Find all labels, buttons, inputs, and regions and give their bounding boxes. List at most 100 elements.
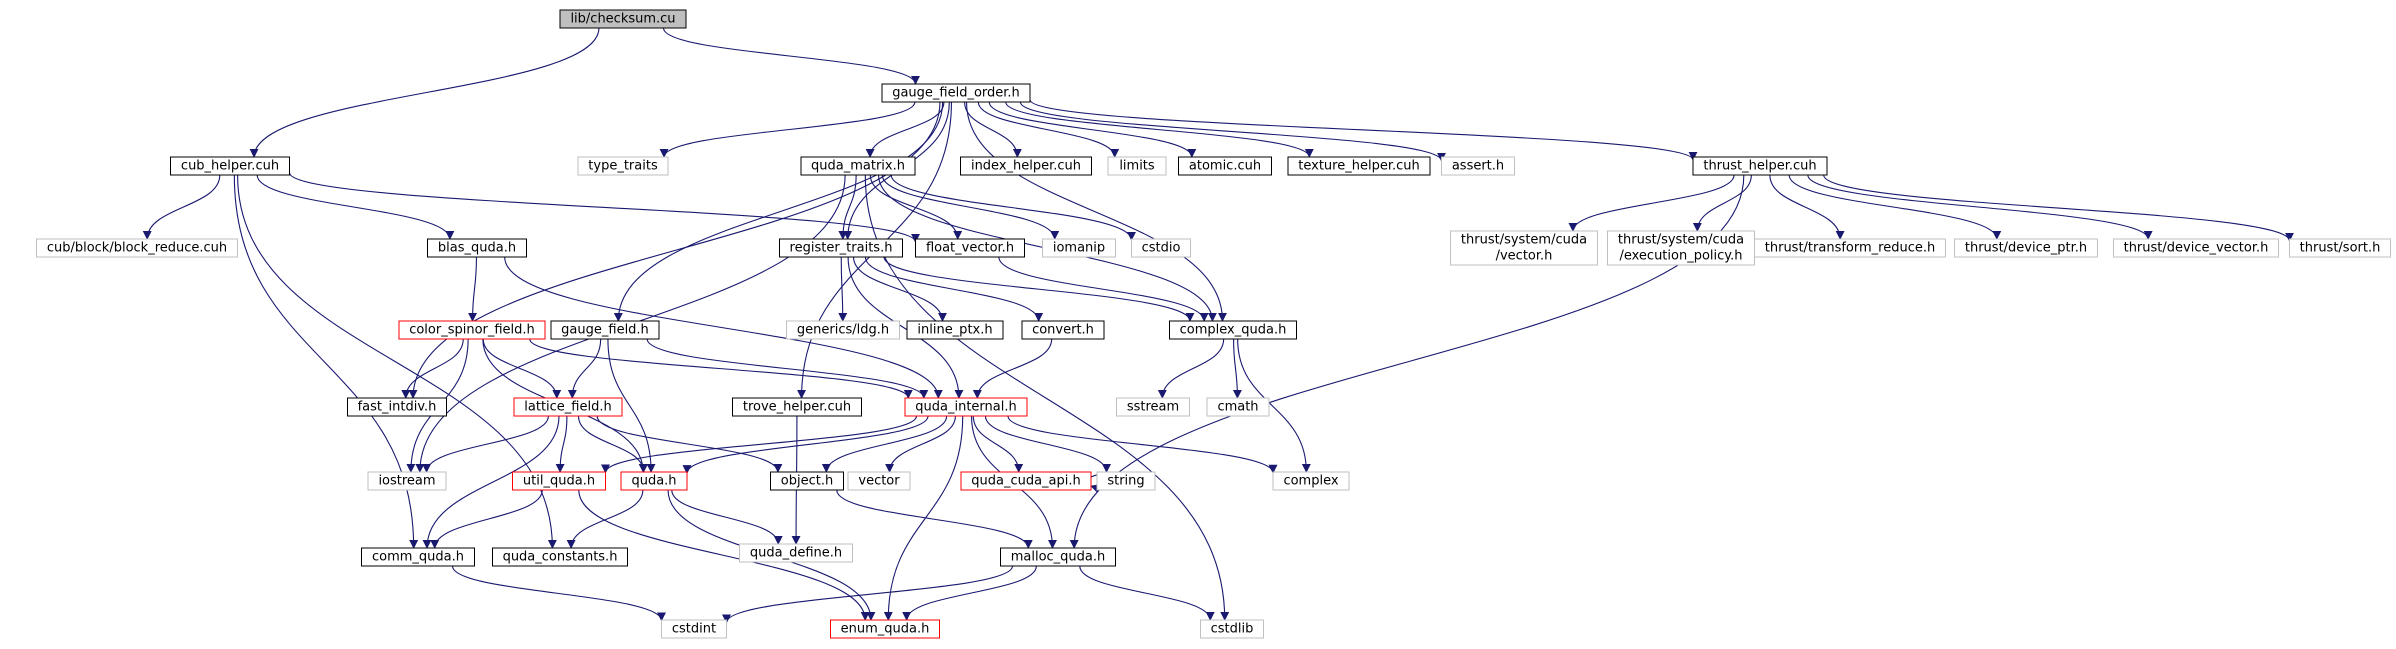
edge-object-to-malloc-quda <box>836 489 1033 549</box>
node-box <box>1441 156 1515 176</box>
node-label: limits <box>1119 159 1155 174</box>
node-box <box>906 320 1004 340</box>
edge-util-quda-to-enum-quda <box>578 489 870 621</box>
node-box <box>361 547 475 567</box>
node-quda-constants[interactable]: quda_constants.h <box>492 547 628 567</box>
node-register-traits[interactable]: register_traits.h <box>779 238 903 258</box>
node-thrust-sort: thrust/sort.h <box>2289 238 2391 258</box>
node-label: thrust/system/cuda <box>1461 233 1587 248</box>
edge-register-traits-to-generics-ldg <box>838 256 848 322</box>
node-box <box>847 471 911 491</box>
edge-color-spinor-field-to-lattice-field <box>482 338 562 399</box>
node-label: thrust/transform_reduce.h <box>1765 241 1935 256</box>
node-limits: limits <box>1107 156 1167 176</box>
node-label: thrust/sort.h <box>2300 241 2381 256</box>
node-label: /vector.h <box>1496 249 1553 264</box>
node-label: generics/ldg.h <box>797 323 889 338</box>
node-quda-cuda-api[interactable]: quda_cuda_api.h <box>960 471 1092 491</box>
node-quda-internal[interactable]: quda_internal.h <box>904 397 1028 417</box>
edge-thrust-helper-to-thrust-device-vector <box>1807 174 2153 240</box>
node-atomic[interactable]: atomic.cuh <box>1178 156 1272 176</box>
node-gauge-field[interactable]: gauge_field.h <box>550 320 660 340</box>
node-complex-quda[interactable]: complex_quda.h <box>1169 320 1297 340</box>
node-trove-helper[interactable]: trove_helper.cuh <box>732 397 862 417</box>
edge-cub-helper-to-float-vector <box>288 172 920 243</box>
node-cstdlib: cstdlib <box>1200 619 1264 639</box>
node-label: quda_cuda_api.h <box>971 474 1081 489</box>
node-box <box>1450 230 1598 266</box>
node-type-traits: type_traits <box>577 156 669 176</box>
node-label: cmath <box>1217 400 1258 415</box>
node-convert[interactable]: convert.h <box>1021 320 1105 340</box>
node-cub-helper[interactable]: cub_helper.cuh <box>170 156 290 176</box>
node-thrust-helper[interactable]: thrust_helper.cuh <box>1692 156 1828 176</box>
node-box <box>1206 397 1270 417</box>
node-label: type_traits <box>588 159 658 174</box>
edge-quda-internal-to-string <box>984 415 1112 473</box>
node-quda-matrix[interactable]: quda_matrix.h <box>800 156 916 176</box>
node-label: malloc_quda.h <box>1011 550 1106 565</box>
edge-quda-to-quda-define <box>671 489 783 545</box>
node-gauge-field-order[interactable]: gauge_field_order.h <box>881 83 1031 103</box>
node-box <box>427 238 527 258</box>
node-box <box>36 238 238 258</box>
node-label: float_vector.h <box>926 241 1014 256</box>
node-box <box>800 156 916 176</box>
edge-thrust-helper-to-thrust-device-ptr <box>1788 174 2002 240</box>
node-label: thrust/system/cuda <box>1618 233 1744 248</box>
node-label: sstream <box>1127 400 1179 415</box>
node-label: cstdint <box>672 622 716 637</box>
node-thrust-device-vector: thrust/device_vector.h <box>2113 238 2279 258</box>
node-enum-quda[interactable]: enum_quda.h <box>830 619 940 639</box>
edge-gauge-field-order-to-quda-matrix <box>865 101 945 158</box>
node-cstdio: cstdio <box>1131 238 1191 258</box>
edge-quda-to-quda-constants <box>566 489 644 549</box>
node-label: thrust_helper.cuh <box>1703 159 1816 174</box>
node-box <box>1021 320 1105 340</box>
node-box <box>1692 156 1828 176</box>
node-box <box>620 471 688 491</box>
node-float-vector[interactable]: float_vector.h <box>915 238 1025 258</box>
node-generics-ldg: generics/ldg.h <box>786 320 900 340</box>
node-label: enum_quda.h <box>841 622 930 637</box>
node-box <box>960 471 1092 491</box>
node-util-quda[interactable]: util_quda.h <box>512 471 606 491</box>
node-box <box>2113 238 2279 258</box>
node-box <box>1042 238 1116 258</box>
node-label: cub_helper.cuh <box>181 159 279 174</box>
edge-util-quda-to-comm-quda <box>430 489 543 549</box>
node-index-helper[interactable]: index_helper.cuh <box>960 156 1092 176</box>
node-label: cstdio <box>1142 241 1181 256</box>
node-object[interactable]: object.h <box>770 471 844 491</box>
node-box <box>550 320 660 340</box>
edge-quda-internal-to-complex <box>1007 415 1278 474</box>
node-box <box>512 471 606 491</box>
node-iostream: iostream <box>367 471 447 491</box>
node-blas-quda[interactable]: blas_quda.h <box>427 238 527 258</box>
node-sstream: sstream <box>1116 397 1190 417</box>
node-label: iostream <box>378 474 435 489</box>
edge-cub-helper-to-cub-block-reduce <box>142 174 221 240</box>
node-string: string <box>1096 471 1156 491</box>
node-fast-intdiv[interactable]: fast_intdiv.h <box>347 397 447 417</box>
edge-malloc-quda-to-cstdlib <box>1079 565 1215 621</box>
node-comm-quda[interactable]: comm_quda.h <box>361 547 475 567</box>
node-texture-helper[interactable]: texture_helper.cuh <box>1287 156 1431 176</box>
node-box <box>2289 238 2391 258</box>
node-inline-ptx[interactable]: inline_ptx.h <box>906 320 1004 340</box>
edge-gauge-field-order-to-assert <box>1019 101 1446 162</box>
edge-comm-quda-to-cstdint <box>451 565 666 622</box>
node-box <box>170 156 290 176</box>
node-quda[interactable]: quda.h <box>620 471 688 491</box>
node-label: string <box>1107 474 1144 489</box>
node-label: complex_quda.h <box>1180 323 1287 338</box>
node-label: index_helper.cuh <box>971 159 1081 174</box>
node-color-spinor-field[interactable]: color_spinor_field.h <box>398 320 546 340</box>
node-box <box>347 397 447 417</box>
node-lattice-field[interactable]: lattice_field.h <box>513 397 623 417</box>
edge-quda-internal-to-util-quda <box>601 415 918 474</box>
node-box <box>1169 320 1297 340</box>
edge-malloc-quda-to-enum-quda <box>902 565 1037 621</box>
node-malloc-quda[interactable]: malloc_quda.h <box>1000 547 1116 567</box>
